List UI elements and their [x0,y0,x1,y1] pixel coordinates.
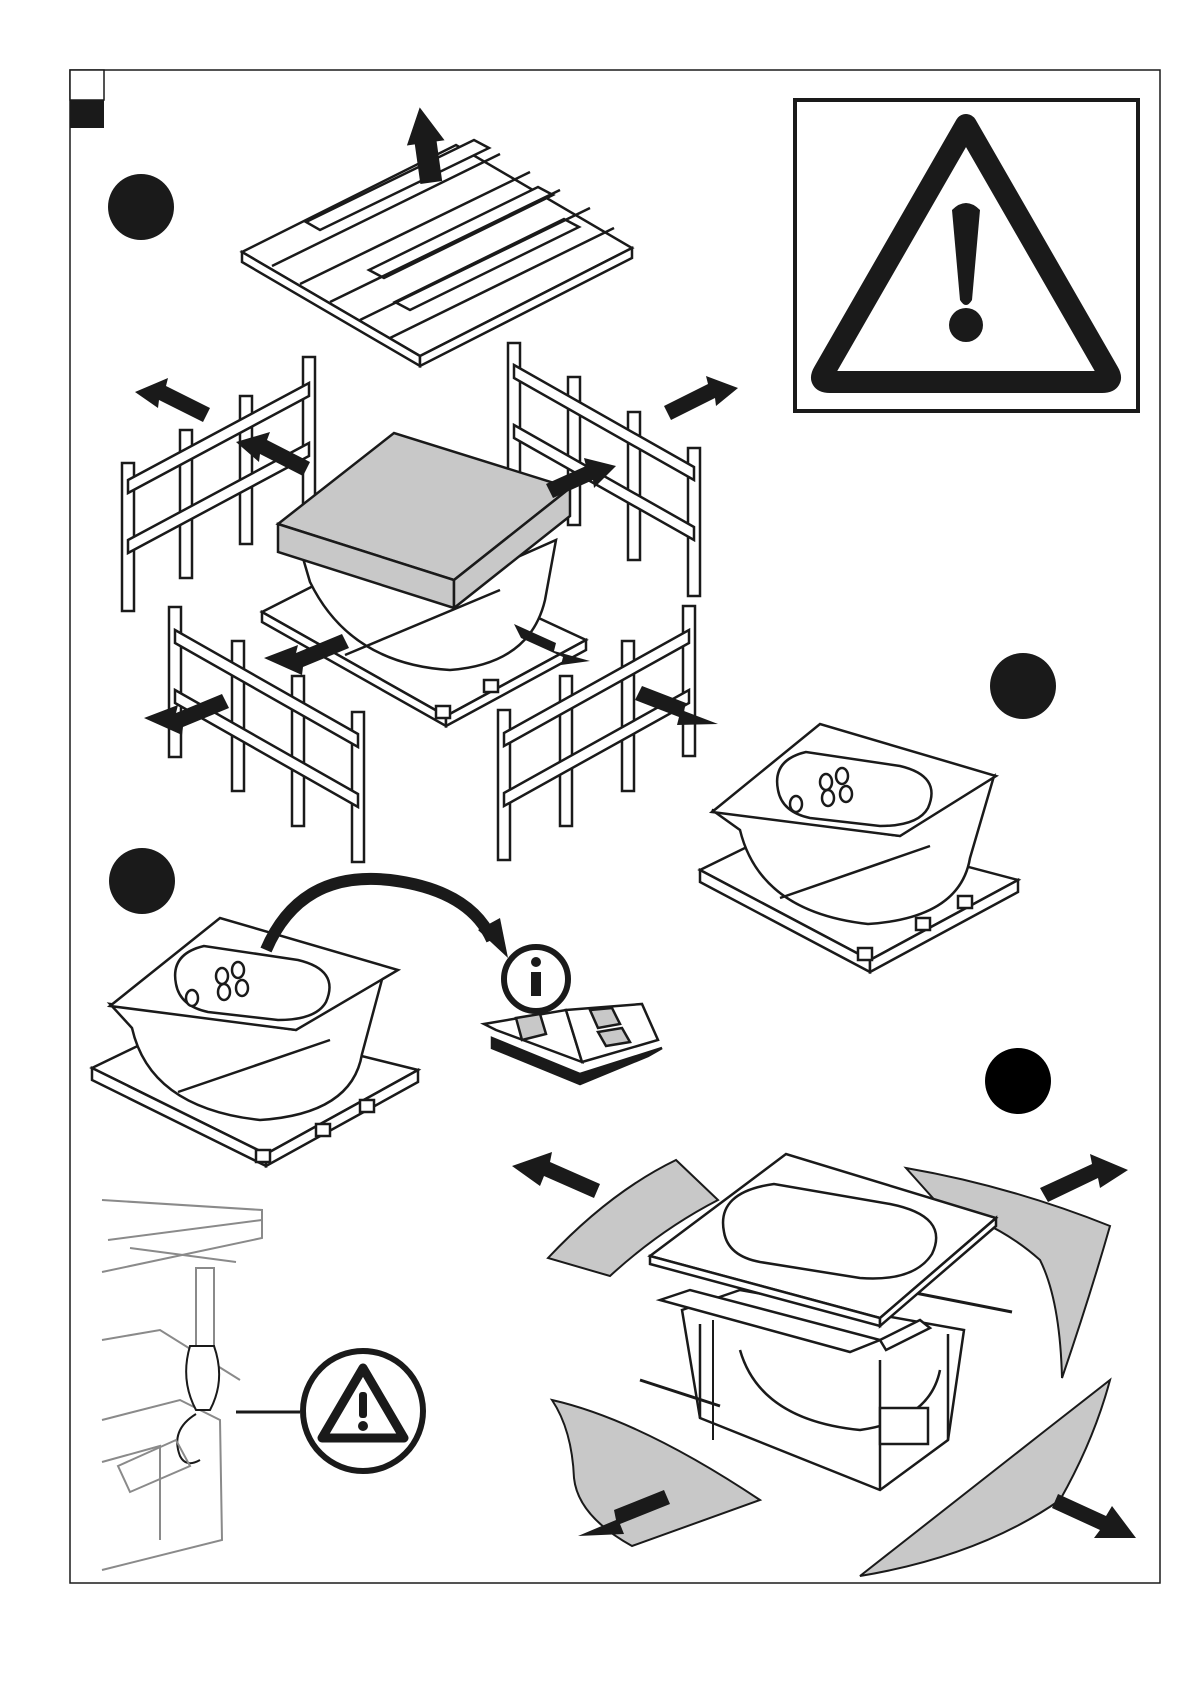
warning-triangle-icon [795,100,1138,411]
corner-tab-fill [70,100,104,128]
step-marker-2 [990,653,1056,719]
detail-inset-drawing [102,1200,262,1570]
step-marker-1 [108,174,174,240]
open-manual-icon [484,1004,662,1084]
corner-tab-outline [70,70,104,100]
info-icon [504,947,568,1011]
warning-circle-icon [303,1351,423,1471]
step-marker-4 [985,1048,1051,1114]
step-marker-3 [109,848,175,914]
